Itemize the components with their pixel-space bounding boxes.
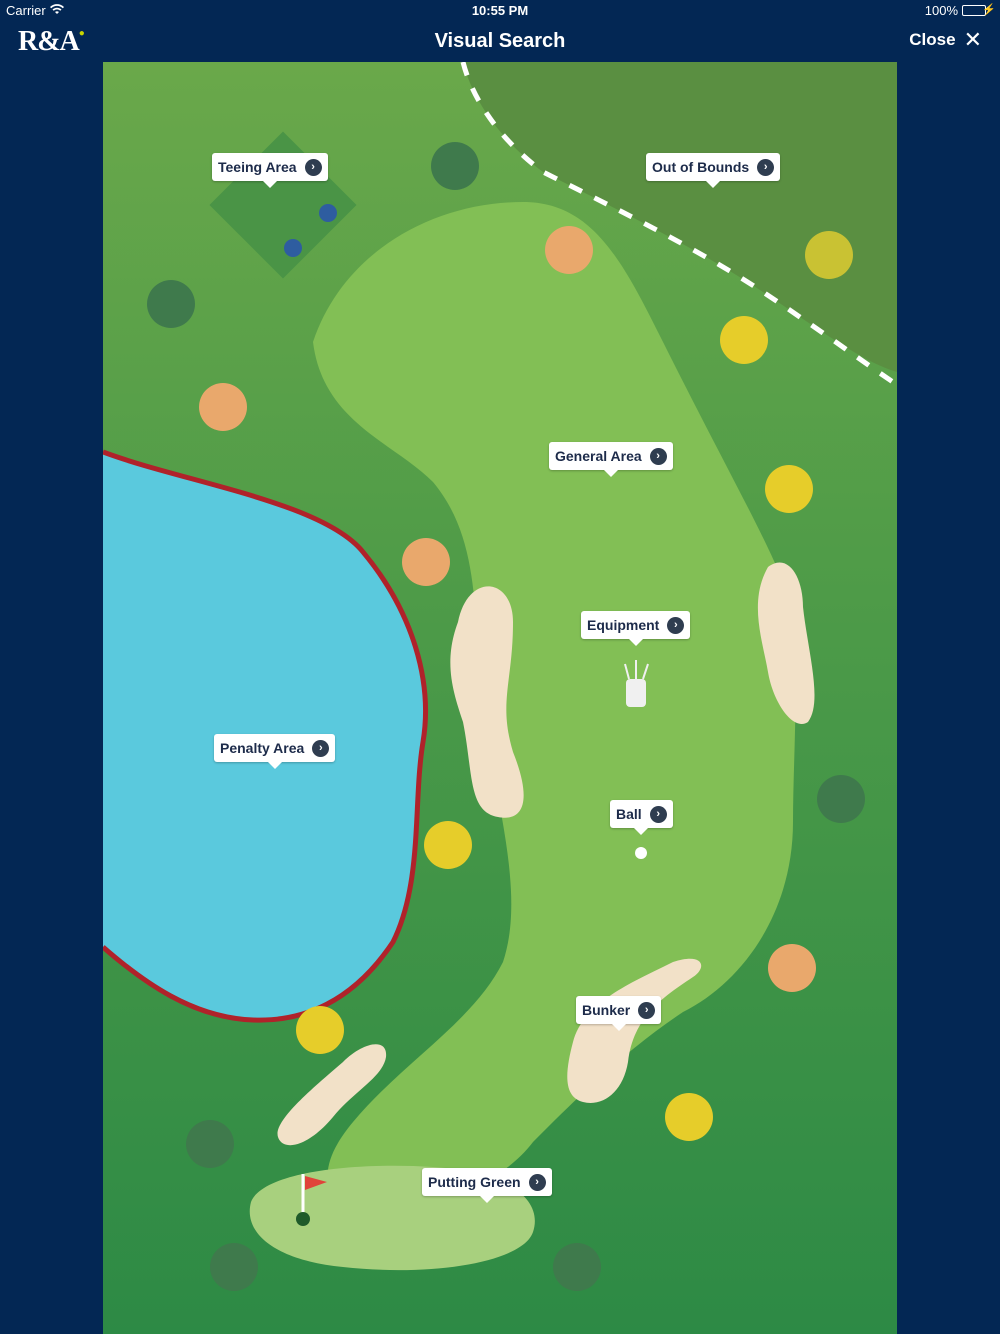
tree-icon <box>431 142 479 190</box>
hotspot-label: Bunker <box>582 1002 631 1018</box>
carrier-label: Carrier <box>6 3 46 18</box>
tree-icon <box>768 944 816 992</box>
hotspot-label: Equipment <box>587 617 660 633</box>
chevron-right-circle-icon: › <box>649 447 667 465</box>
charging-icon: ⚡ <box>982 4 996 16</box>
close-x-icon: ✕ <box>963 27 982 52</box>
chevron-right-circle-icon: › <box>667 616 685 634</box>
bunker-lower <box>567 958 702 1103</box>
tree-icon <box>210 1243 258 1291</box>
tee-marker-icon <box>319 204 337 222</box>
page-title: Visual Search <box>434 30 566 52</box>
randa-logo: R&A● <box>18 26 85 57</box>
chevron-right-circle-icon: › <box>757 158 775 176</box>
hotspot-equipment[interactable]: Equipment › <box>581 611 691 646</box>
hotspot-ball[interactable]: Ball › <box>610 800 673 835</box>
battery-icon <box>962 5 986 16</box>
tree-icon <box>296 1006 344 1054</box>
golf-bag-icon <box>624 660 649 707</box>
hotspot-label: Ball <box>616 806 642 822</box>
bunker-right <box>757 562 815 724</box>
chevron-right-circle-icon: › <box>304 158 322 176</box>
tree-icon <box>665 1093 713 1141</box>
tree-icon <box>424 821 472 869</box>
bunker-left <box>450 586 524 818</box>
battery-percent: 100% <box>924 3 958 18</box>
hotspot-general-area[interactable]: General Area › <box>549 442 673 477</box>
tree-icon <box>805 231 853 279</box>
status-bar: Carrier 10:55 PM 100% ⚡ <box>0 0 1000 22</box>
hotspot-teeing-area[interactable]: Teeing Area › <box>212 153 328 188</box>
trees <box>147 142 865 1291</box>
tree-icon <box>765 465 813 513</box>
hotspot-bunker[interactable]: Bunker › <box>576 996 662 1031</box>
tree-icon <box>186 1120 234 1168</box>
course-map[interactable]: Teeing Area › Out of Bounds › General Ar… <box>103 62 897 1334</box>
bunker-near-green <box>277 1044 387 1146</box>
status-time: 10:55 PM <box>471 3 529 18</box>
chevron-right-circle-icon: › <box>638 1001 656 1019</box>
flag-icon <box>305 1176 327 1190</box>
chevron-right-circle-icon: › <box>528 1173 546 1191</box>
close-label: Close <box>909 30 956 49</box>
hotspot-penalty-area[interactable]: Penalty Area › <box>214 734 336 769</box>
hotspot-putting-green[interactable]: Putting Green › <box>422 1168 552 1203</box>
out-of-bounds-line <box>460 62 895 385</box>
tree-icon <box>720 316 768 364</box>
hotspot-label: Out of Bounds <box>652 159 750 175</box>
wifi-icon <box>50 3 64 18</box>
tree-icon <box>199 383 247 431</box>
tree-icon <box>817 775 865 823</box>
chevron-right-circle-icon: › <box>649 805 667 823</box>
tree-icon <box>402 538 450 586</box>
tree-icon <box>553 1243 601 1291</box>
hotspot-label: Teeing Area <box>218 159 297 175</box>
tree-icon <box>545 226 593 274</box>
penalty-area-line <box>103 449 428 1023</box>
hotspot-label: Penalty Area <box>220 740 305 756</box>
hotspot-label: Putting Green <box>428 1174 521 1190</box>
course-illustration <box>103 62 897 1334</box>
chevron-right-circle-icon: › <box>312 739 330 757</box>
hotspot-out-of-bounds[interactable]: Out of Bounds › <box>646 153 781 188</box>
golf-ball-icon <box>635 847 647 859</box>
close-button[interactable]: Close ✕ <box>909 27 982 52</box>
hotspot-label: General Area <box>555 448 642 464</box>
tree-icon <box>147 280 195 328</box>
navigation-bar: R&A● Visual Search Close ✕ <box>0 22 1000 62</box>
tee-marker-icon <box>284 239 302 257</box>
out-of-bounds-area <box>463 62 897 372</box>
hole-cup <box>296 1212 310 1226</box>
